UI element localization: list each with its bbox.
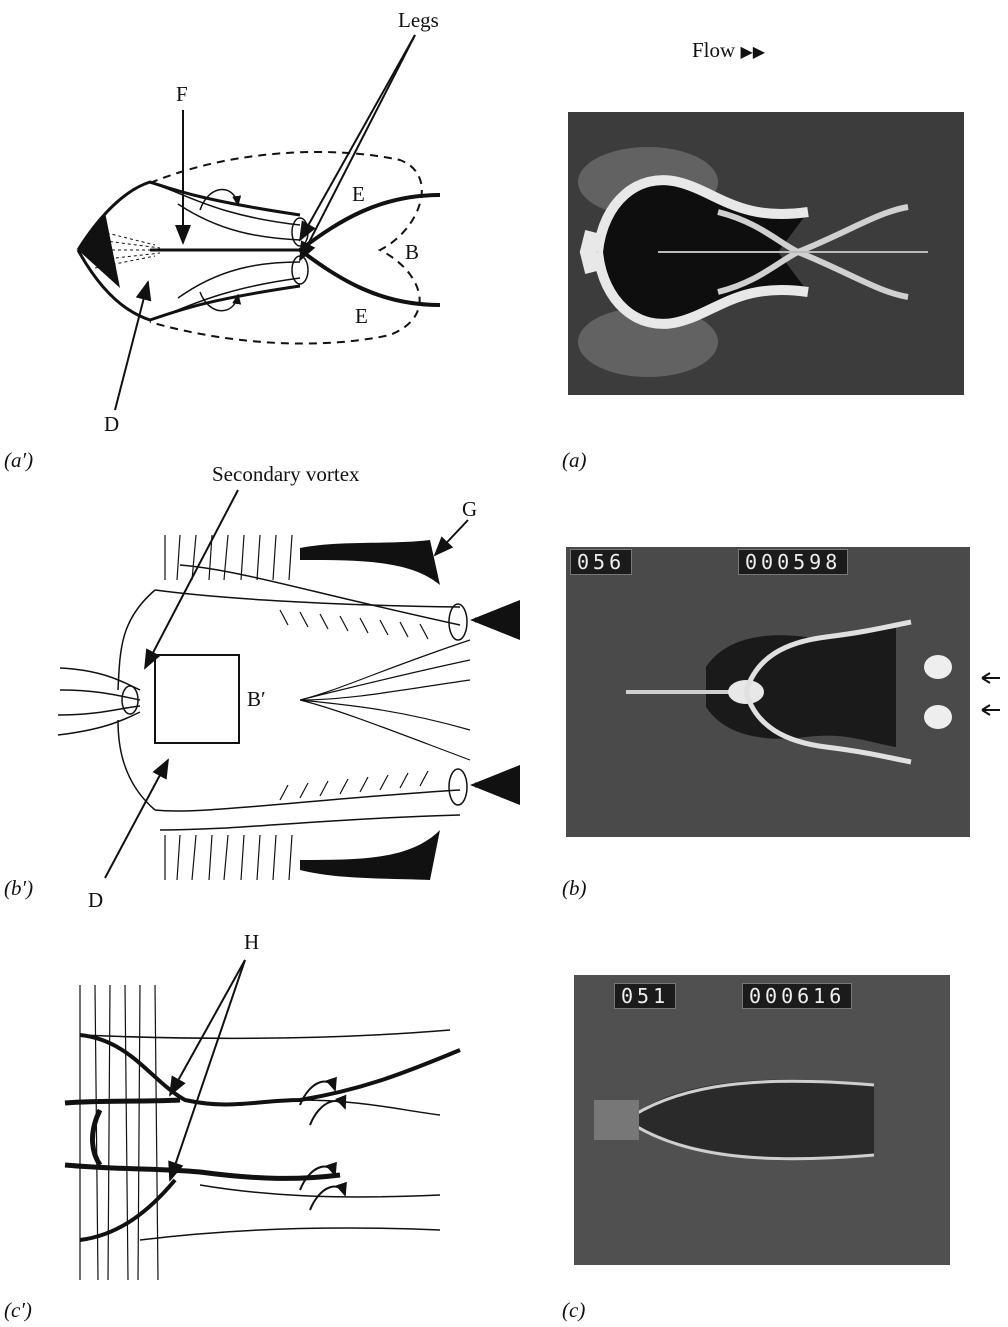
panel-a-prime-drawing [78,35,440,410]
caption-a-prime: (a′) [4,448,33,473]
label-b: B [405,240,419,265]
label-legs: Legs [398,8,439,33]
panel-c-prime-drawing [65,960,460,1280]
photo-a [568,112,964,395]
label-b-prime: B′ [247,687,266,712]
caption-b: (b) [562,876,587,901]
upper-band [80,1035,460,1104]
frame-counter-right-b: 000598 [738,549,848,575]
label-e-top: E [352,182,365,207]
label-g: G [462,497,477,522]
label-d-a: D [104,412,119,437]
caption-b-prime: (b′) [4,876,33,901]
frame-counter-right-c: 000616 [742,983,852,1009]
label-d-b: D [88,888,103,913]
lower-band [65,1165,340,1178]
arrow-left-icon-2 [982,705,1000,715]
g-leg-top [300,540,440,585]
flow-direction: Flow ▶▶ [692,38,765,63]
caption-c-prime: (c′) [4,1298,32,1323]
label-f: F [176,82,188,107]
panel-b-prime-drawing [58,490,520,880]
label-e-bottom: E [355,304,368,329]
label-h: H [244,930,259,955]
flow-arrows-icon: ▶▶ [740,44,765,61]
flow-label: Flow [692,38,735,62]
photo-b: 056 000598 [566,547,970,837]
photo-c-vortex [574,975,950,1265]
box-b-prime [155,655,239,743]
g-leg-bottom [300,830,440,880]
frame-counter-left-b: 056 [570,549,632,575]
caption-c: (c) [562,1298,585,1323]
photo-c: 051 000616 [574,975,950,1265]
schematic-drawings [0,0,540,1327]
photo-a-vortex [568,112,964,395]
photo-b-vortex [566,547,970,837]
arrow-left-icon-1 [982,673,1000,683]
dashed-envelope [150,152,422,344]
label-secondary-vortex: Secondary vortex [212,462,360,487]
caption-a: (a) [562,448,587,473]
vortex-head-outline [78,182,300,250]
frame-counter-left-c: 051 [614,983,676,1009]
